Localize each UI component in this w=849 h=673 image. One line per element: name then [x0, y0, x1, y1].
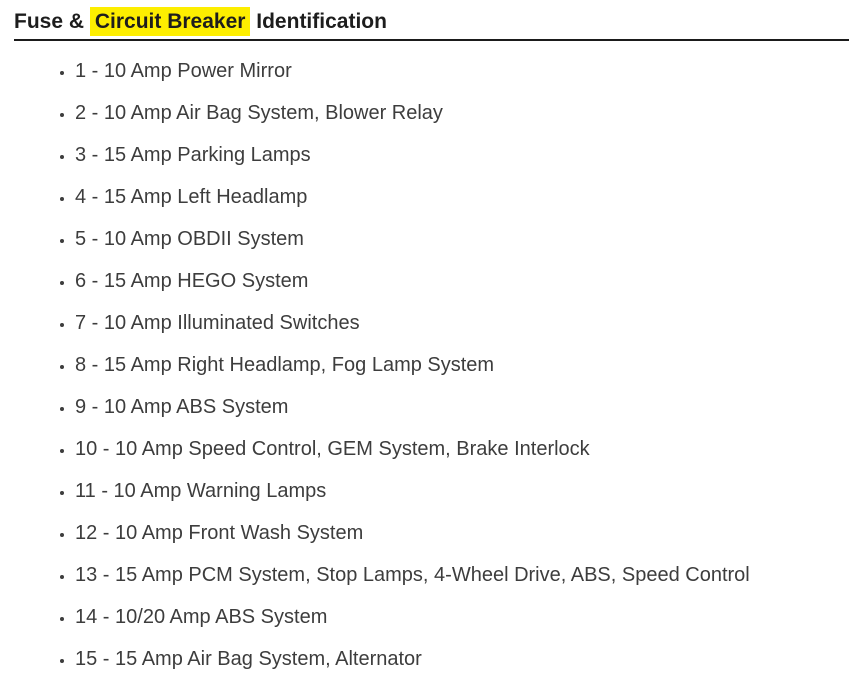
page-title-highlight: Circuit Breaker	[89, 7, 251, 36]
page-title-suffix: Identification	[250, 10, 387, 33]
list-item: 10 - 10 Amp Speed Control, GEM System, B…	[75, 438, 839, 461]
fuse-list: 1 - 10 Amp Power Mirror 2 - 10 Amp Air B…	[0, 41, 849, 671]
list-item: 15 - 15 Amp Air Bag System, Alternator	[75, 648, 839, 671]
list-item: 2 - 10 Amp Air Bag System, Blower Relay	[75, 102, 839, 125]
list-item: 8 - 15 Amp Right Headlamp, Fog Lamp Syst…	[75, 354, 839, 377]
list-item: 3 - 15 Amp Parking Lamps	[75, 144, 839, 167]
list-item: 12 - 10 Amp Front Wash System	[75, 522, 839, 545]
list-item: 4 - 15 Amp Left Headlamp	[75, 186, 839, 209]
list-item: 9 - 10 Amp ABS System	[75, 396, 839, 419]
page-title-prefix: Fuse &	[14, 10, 90, 33]
list-item: 13 - 15 Amp PCM System, Stop Lamps, 4-Wh…	[75, 564, 839, 587]
page-title: Fuse & Circuit Breaker Identification	[14, 7, 849, 36]
list-item: 11 - 10 Amp Warning Lamps	[75, 480, 839, 503]
list-item: 14 - 10/20 Amp ABS System	[75, 606, 839, 629]
list-item: 6 - 15 Amp HEGO System	[75, 270, 839, 293]
list-item: 1 - 10 Amp Power Mirror	[75, 60, 839, 83]
list-item: 5 - 10 Amp OBDII System	[75, 228, 839, 251]
list-item: 7 - 10 Amp Illuminated Switches	[75, 312, 839, 335]
heading-divider: Fuse & Circuit Breaker Identification	[14, 0, 849, 41]
